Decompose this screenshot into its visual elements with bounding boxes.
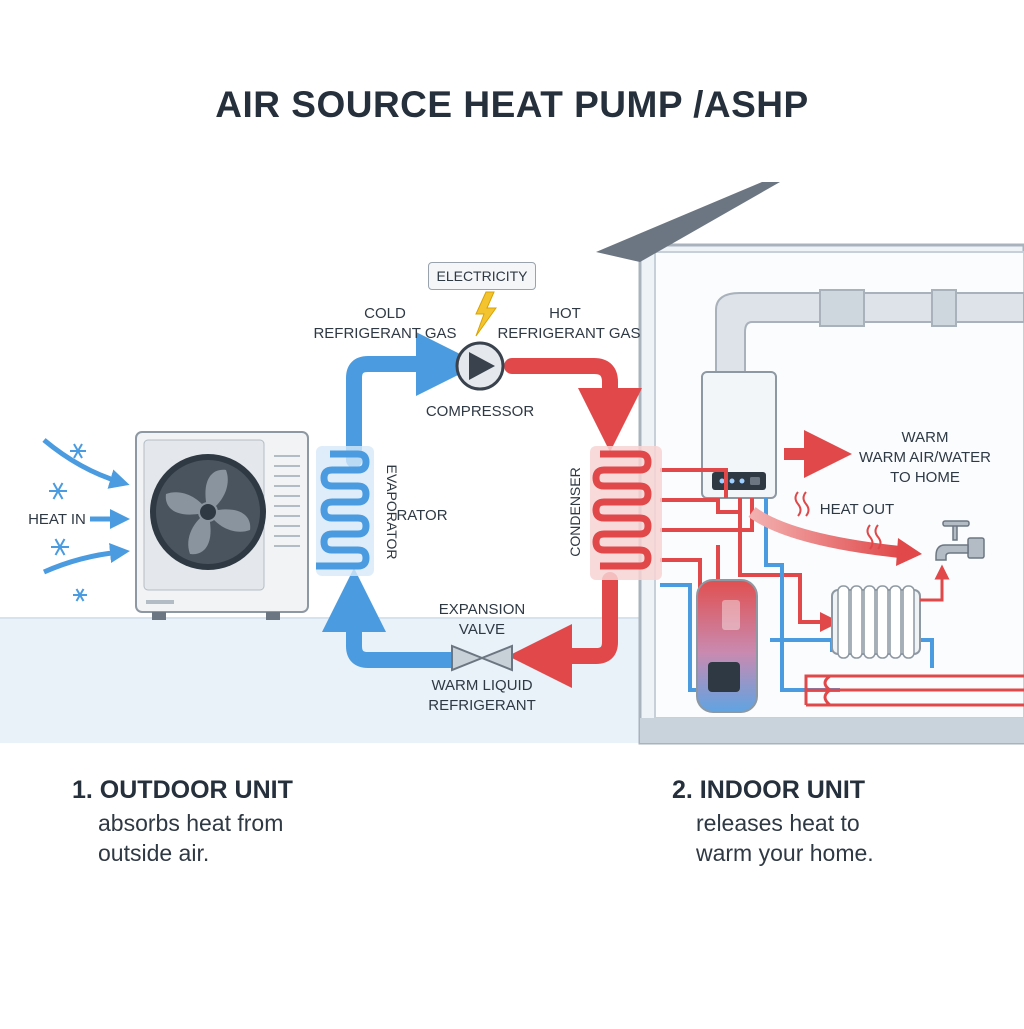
expansion-valve-label-line1: EXPANSION (438, 601, 526, 618)
cold-gas-label-line1: COLD (364, 305, 406, 322)
warm-liquid-label-line1: WARM LIQUID (431, 677, 533, 694)
outdoor-unit-heading: 1. OUTDOOR UNIT (72, 776, 293, 804)
evaporator-fragment-label: RATOR (396, 507, 448, 524)
radiator-icon (831, 585, 921, 659)
heat-out-arrow (748, 507, 901, 558)
indoor-unit-heading: 2. INDOOR UNIT (672, 776, 866, 804)
hot-gas-label-line2: REFRIGERANT GAS (497, 325, 641, 342)
outdoor-unit-description: absorbs heat from outside air. (98, 810, 284, 866)
condenser-label: CONDENSER (567, 467, 583, 557)
warm-label-line2: WARM AIR/WATER (859, 449, 991, 466)
fan-icon (150, 454, 266, 570)
snowflake-icon (49, 443, 87, 602)
floor-heating (804, 674, 1024, 707)
indoor-unit-description: releases heat to warm your home. (696, 810, 874, 866)
page-title: AIR SOURCE HEAT PUMP /ASHP (215, 84, 809, 125)
evaporator-coil (316, 446, 374, 576)
heat-in-arrows (42, 438, 130, 575)
condenser-coil (590, 446, 662, 580)
cold-gas-label-line2: REFRIGERANT GAS (313, 325, 457, 342)
heat-out-label: HEAT OUT (819, 501, 895, 518)
indoor-unit-box (701, 371, 777, 499)
hot-gas-label-line1: HOT (549, 305, 581, 322)
hot-loop (504, 358, 642, 688)
expansion-valve-label-line2: VALVE (458, 621, 506, 638)
cold-loop (322, 332, 480, 668)
compressor-label: COMPRESSOR (425, 403, 535, 420)
warm-liquid-label-line2: REFRIGERANT (428, 697, 536, 714)
warm-label-line1: WARM (901, 429, 949, 446)
hot-water-tank (696, 579, 758, 713)
lightning-icon (475, 291, 497, 337)
duct (715, 289, 1024, 373)
warm-label-line3: TO HOME (890, 469, 960, 486)
heat-waves-icon (794, 491, 882, 550)
faucet-icon (935, 520, 985, 561)
heat-in-label: HEAT IN (28, 511, 86, 528)
roof (596, 182, 780, 262)
compressor (455, 341, 505, 391)
electricity-label: ELECTRICITY (428, 262, 536, 290)
expansion-valve (451, 644, 513, 672)
